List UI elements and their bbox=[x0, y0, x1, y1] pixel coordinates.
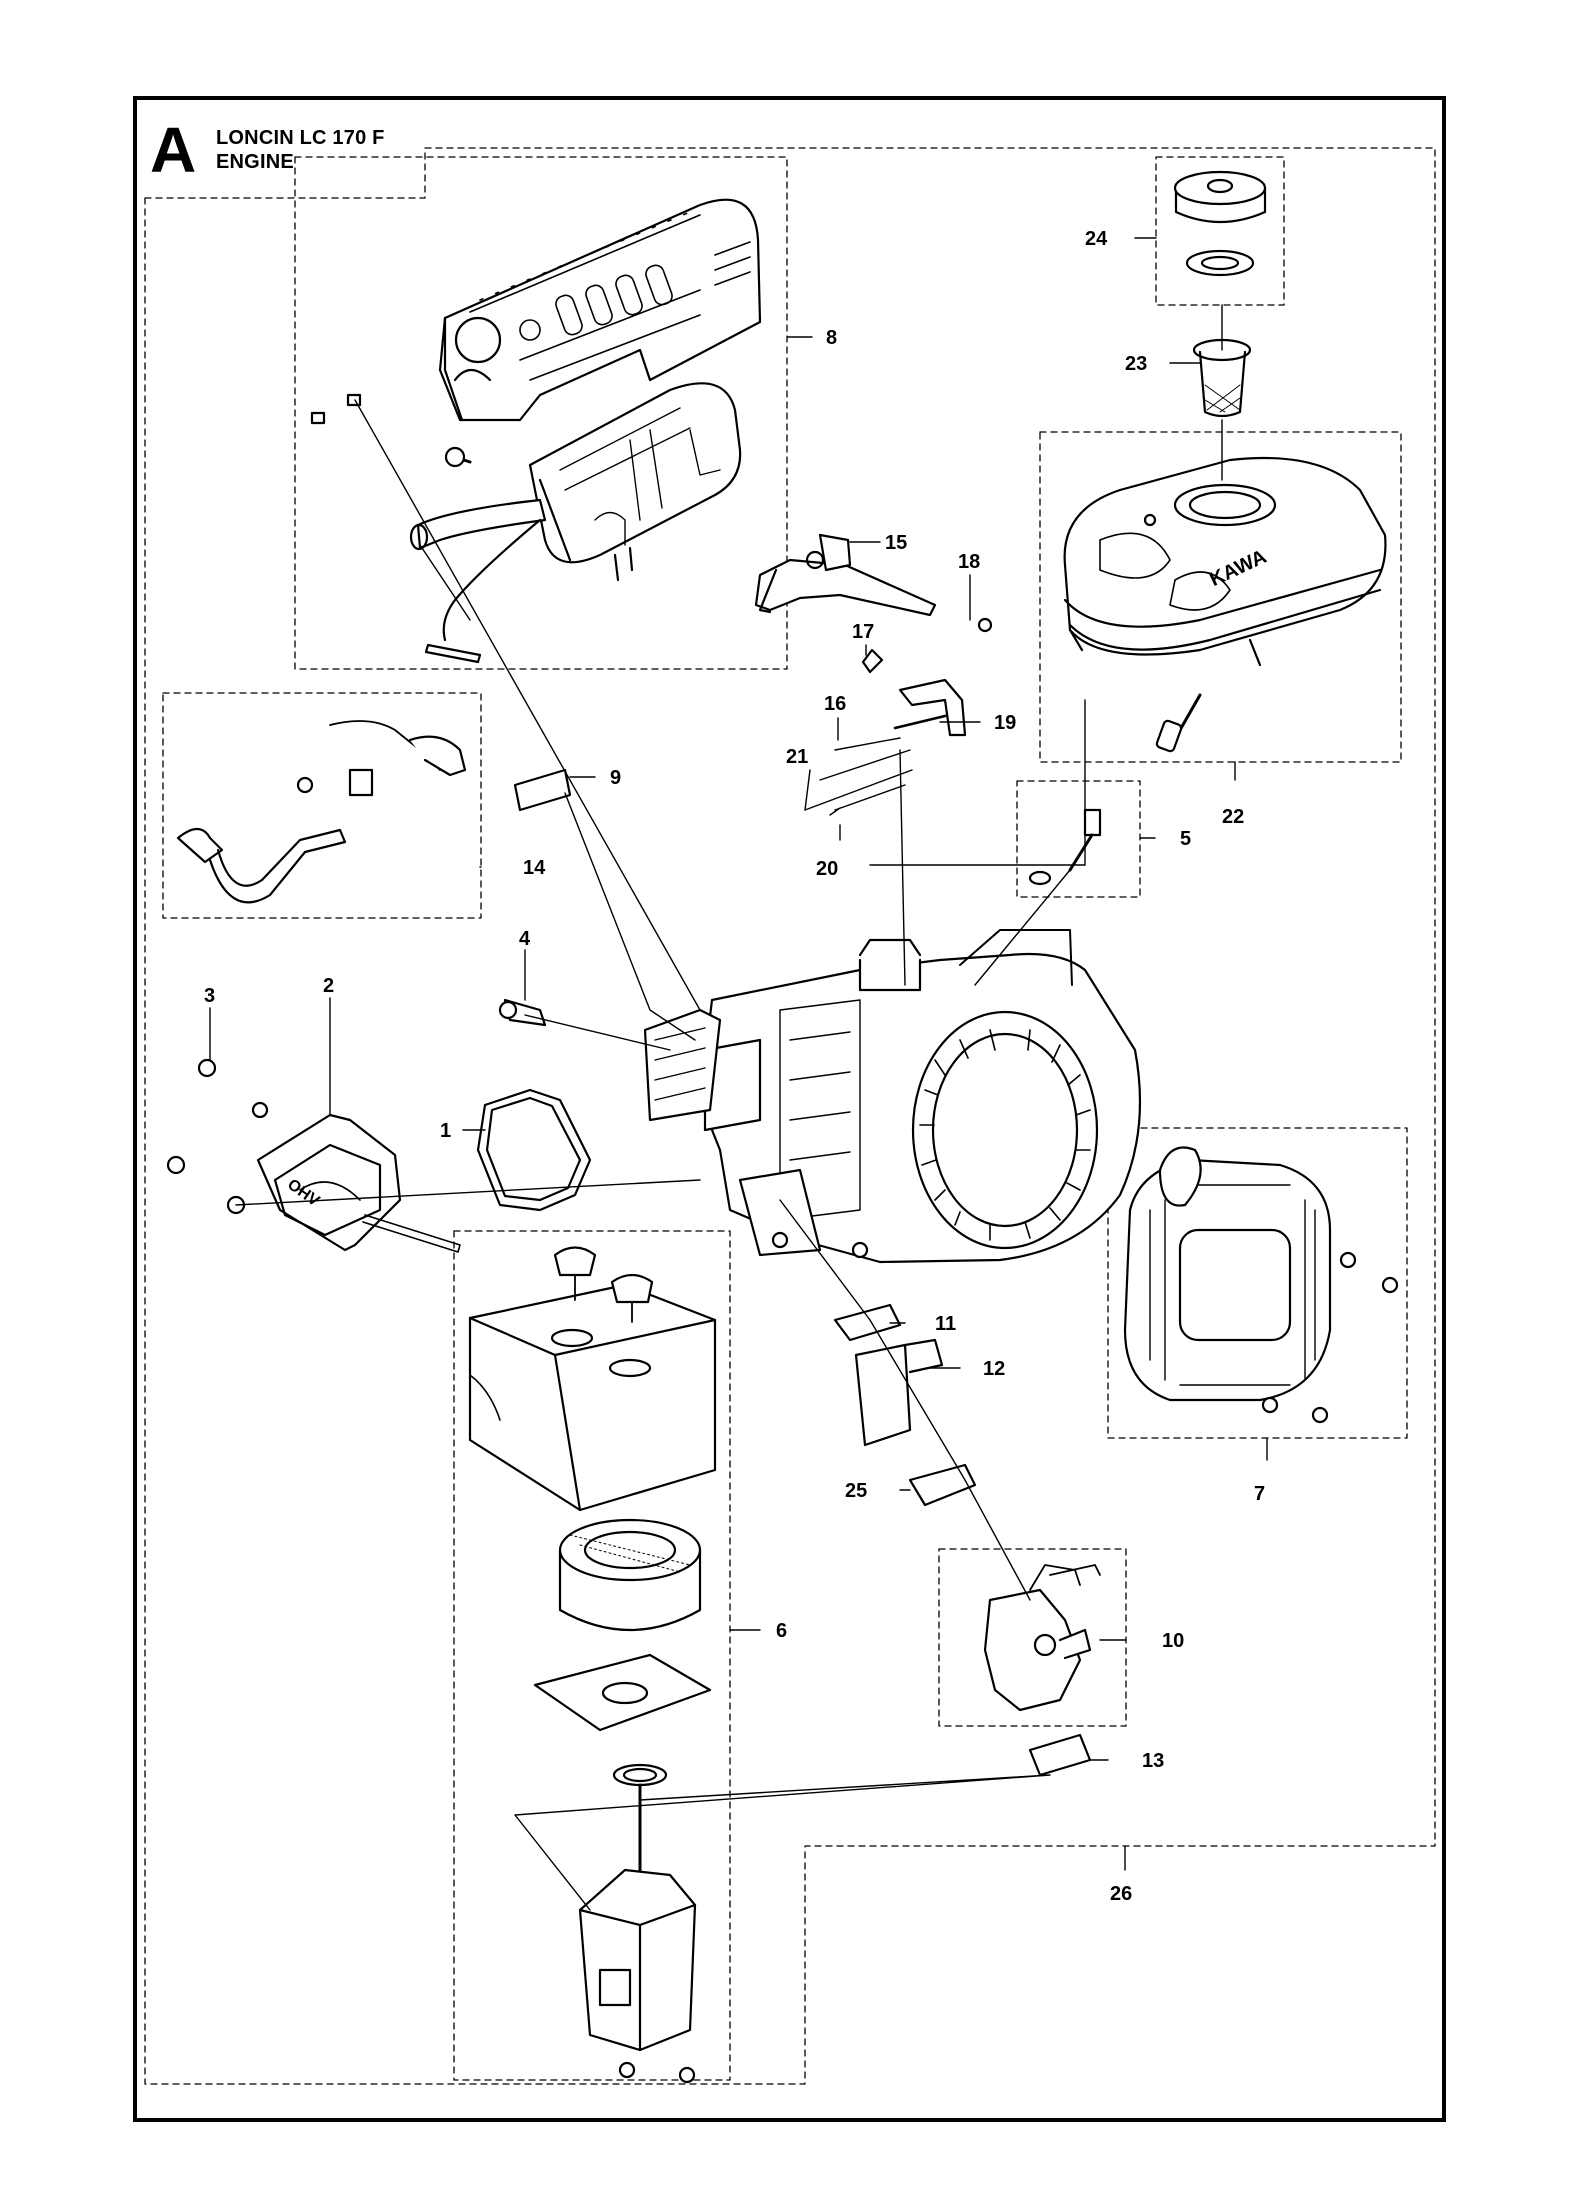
exhaust-pipe bbox=[409, 498, 547, 664]
valve-cover-gasket-part bbox=[476, 1088, 592, 1212]
muffler-body bbox=[528, 382, 742, 582]
callout-8: 8 bbox=[826, 327, 837, 349]
group-box-24 bbox=[1155, 156, 1285, 306]
air-filter-cover-part bbox=[468, 1283, 717, 1512]
muffler-bolt bbox=[444, 446, 472, 468]
leader-lines bbox=[209, 237, 1268, 1911]
callout-4: 4 bbox=[519, 928, 531, 950]
drain-plug-part bbox=[1028, 808, 1102, 886]
group-box-6 bbox=[453, 1230, 731, 2081]
callout-21: 21 bbox=[786, 746, 808, 768]
fuel-line-kit-part bbox=[176, 720, 467, 904]
callout-25: 25 bbox=[845, 1480, 867, 1502]
callout-3: 3 bbox=[204, 985, 215, 1007]
callout-2: 2 bbox=[323, 975, 334, 997]
air-filter-housing bbox=[578, 1868, 697, 2084]
callout-6: 6 bbox=[776, 1620, 787, 1642]
insulator-gasket-part bbox=[908, 1463, 977, 1507]
group-box-14 bbox=[162, 692, 482, 919]
group-box-5 bbox=[1016, 780, 1141, 898]
callout-11: 11 bbox=[935, 1313, 956, 1335]
group-box-22 bbox=[1039, 431, 1402, 763]
callout-1: 1 bbox=[440, 1120, 451, 1142]
spark-plug-part bbox=[498, 998, 547, 1027]
intake-gasket-part bbox=[833, 1303, 902, 1342]
callout-7: 7 bbox=[1254, 1483, 1265, 1505]
callout-19: 19 bbox=[994, 712, 1016, 734]
recoil-starter-part bbox=[1123, 1146, 1399, 1424]
muffler-heat-shield bbox=[438, 198, 762, 422]
callout-16: 16 bbox=[824, 693, 846, 715]
diagram-title: LONCIN LC 170 F bbox=[216, 127, 385, 149]
callout-23: 23 bbox=[1125, 353, 1147, 375]
callout-9: 9 bbox=[610, 767, 621, 789]
callout-10: 10 bbox=[1162, 1630, 1184, 1652]
fuel-strainer-part bbox=[1192, 338, 1252, 418]
callout-labels: 8 24 23 15 18 17 16 19 21 20 22 5 14 9 4… bbox=[204, 228, 1265, 1905]
callout-26: 26 bbox=[1110, 1883, 1132, 1905]
callout-18: 18 bbox=[958, 551, 980, 573]
diagram-subtitle: ENGINE bbox=[216, 151, 294, 173]
group-boxes bbox=[144, 147, 1436, 2085]
callout-15: 15 bbox=[885, 532, 907, 554]
callout-20: 20 bbox=[816, 858, 838, 880]
valve-cover-bolts bbox=[166, 1058, 269, 1215]
callout-5: 5 bbox=[1180, 828, 1191, 850]
engine-block bbox=[643, 929, 1142, 1264]
muffler-studs bbox=[310, 393, 362, 425]
callout-17: 17 bbox=[852, 621, 874, 643]
fuel-cap-part bbox=[1173, 170, 1267, 277]
callout-13: 13 bbox=[1142, 1750, 1164, 1772]
heat-insulator-part bbox=[854, 1338, 944, 1447]
group-box-7 bbox=[1107, 1127, 1408, 1439]
air-filter-base bbox=[533, 1653, 712, 1882]
air-filter-element bbox=[558, 1518, 702, 1631]
fuel-tank-part bbox=[1063, 456, 1387, 753]
group-box-26 bbox=[144, 147, 1436, 2085]
callout-14: 14 bbox=[523, 857, 546, 879]
carburetor-gasket-part bbox=[1028, 1733, 1092, 1777]
wing-nuts bbox=[553, 1246, 654, 1323]
section-letter: A bbox=[150, 114, 197, 186]
carburetor-part bbox=[983, 1564, 1101, 1712]
callout-12: 12 bbox=[983, 1358, 1005, 1380]
small-parts-linkage bbox=[804, 617, 993, 816]
group-box-10 bbox=[938, 1548, 1127, 1727]
throttle-lever-part bbox=[754, 533, 937, 617]
group-box-8 bbox=[294, 156, 788, 670]
callout-22: 22 bbox=[1222, 806, 1244, 828]
page-frame bbox=[133, 96, 1446, 2122]
callout-24: 24 bbox=[1085, 228, 1108, 250]
valve-cover-part bbox=[256, 1113, 461, 1253]
muffler-gasket-part bbox=[513, 768, 572, 812]
